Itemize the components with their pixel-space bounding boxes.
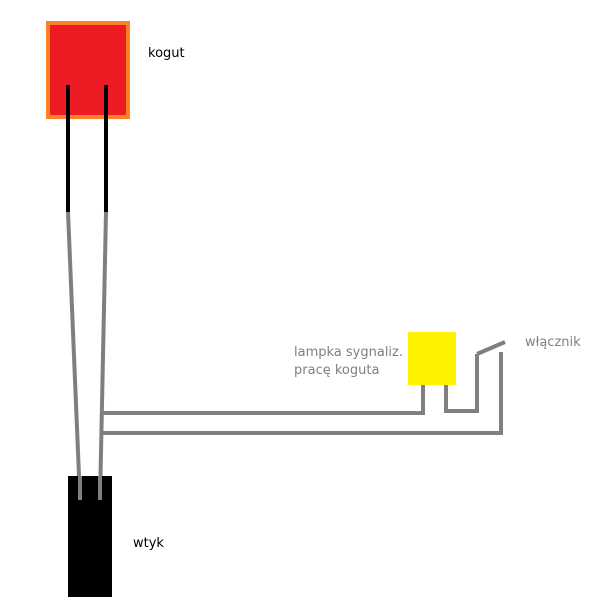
kogut-label: kogut <box>148 46 185 61</box>
plug-body <box>68 476 112 597</box>
wlacznik-label: włącznik <box>525 335 581 350</box>
kogut-box <box>46 21 130 119</box>
signal-lamp <box>408 332 456 385</box>
lampka-label-line1: lampka sygnaliz. <box>294 345 403 360</box>
wire-right-gray <box>98 211 108 501</box>
wire-to-lamp <box>100 384 425 415</box>
lampka-label-line2: pracę koguta <box>294 363 379 378</box>
wire-left-gray <box>66 211 82 501</box>
switch-lever <box>476 340 506 356</box>
wtyk-label: wtyk <box>133 536 164 551</box>
wire-lamp-to-switch <box>444 354 479 413</box>
wire-switch-return <box>100 352 503 435</box>
